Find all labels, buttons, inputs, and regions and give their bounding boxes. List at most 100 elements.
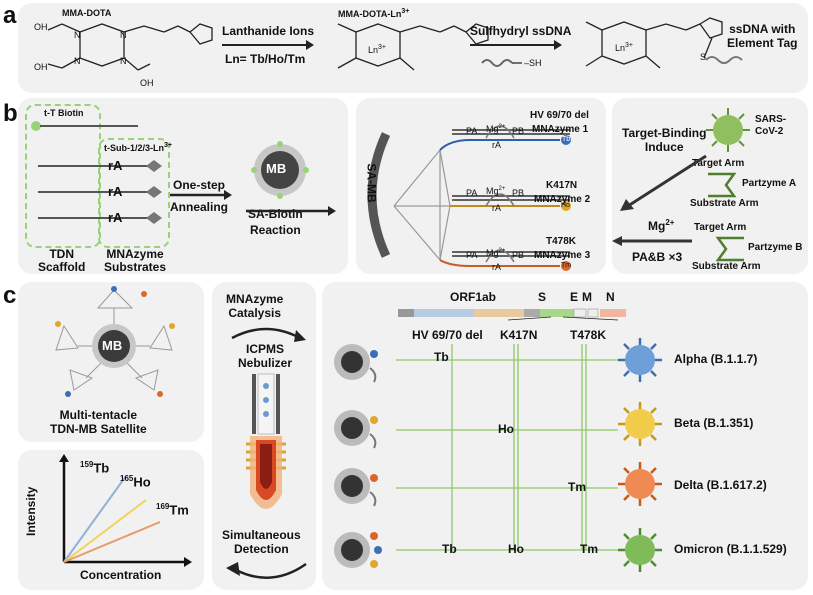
genome-n: N xyxy=(606,290,615,304)
mg-3: Mg2+ xyxy=(486,248,506,258)
genome-orf1ab: ORF1ab xyxy=(450,290,497,304)
pb-2: PB xyxy=(512,188,525,198)
pa-3: PA xyxy=(466,250,478,260)
intensity-plot xyxy=(59,454,192,567)
alpha-virus-icon xyxy=(618,338,662,382)
omicron-tag-ho: Ho xyxy=(508,542,524,556)
partzyme-b-label: Partzyme B xyxy=(748,242,803,253)
partzyme-b-shape xyxy=(715,236,744,262)
ssdna-sh-icon xyxy=(481,59,522,67)
arrow-target-binding xyxy=(620,154,707,211)
target-arm-a-label: Target Arm xyxy=(692,158,745,169)
mma-dota-n4: N xyxy=(120,56,127,66)
omicron-tag-tb: Tb xyxy=(442,542,457,556)
mg-2: Mg2+ xyxy=(486,186,506,196)
mnazyme-3-name: MNAzyme 3 xyxy=(534,250,591,261)
panel-a xyxy=(18,3,808,93)
arrow-sulfhydryl xyxy=(470,40,562,50)
panel-c-label: c xyxy=(3,282,17,309)
arrow-lanthanide xyxy=(222,40,314,50)
beta-virus-icon xyxy=(618,402,662,446)
pa-1: PA xyxy=(466,126,478,136)
variant-omicron-label: Omicron (B.1.1.529) xyxy=(674,542,787,556)
tb-line xyxy=(63,475,127,563)
sa-mb-label: SA-MB xyxy=(364,163,379,203)
panel-c-plot xyxy=(18,450,204,590)
mb-label: MB xyxy=(266,161,287,176)
variant-alpha-label: Alpha (B.1.1.7) xyxy=(674,352,758,366)
partzyme-a-label: Partzyme A xyxy=(742,178,797,189)
variant-satellite-1 xyxy=(334,344,378,383)
mutation-k417n: K417N xyxy=(500,328,538,342)
substrate-arm-b-label: Substrate Arm xyxy=(692,261,761,272)
panel-b-mid xyxy=(356,98,606,274)
tm-line xyxy=(63,521,161,563)
pa-2: PA xyxy=(466,188,478,198)
satellite-mb-label: MB xyxy=(102,338,123,353)
product-ln: Ln3+ xyxy=(615,42,633,53)
panel-b-right xyxy=(612,98,808,274)
mnazyme-1-mutation: HV 69/70 del xyxy=(530,110,589,121)
tag-tb: Tb xyxy=(562,136,571,143)
omicron-virus-icon xyxy=(618,528,662,572)
mg-1: Mg2+ xyxy=(486,124,506,134)
pa-pb-x3-label: PA&B ×3 xyxy=(632,250,683,264)
mma-dota-n3: N xyxy=(74,56,81,66)
mma-dota-ln-label: MMA-DOTA-Ln3+ xyxy=(338,8,410,19)
partzyme-a-shape xyxy=(708,172,737,198)
genome-s: S xyxy=(538,290,547,304)
tdn-strands xyxy=(31,121,162,224)
variant-satellite-4 xyxy=(334,532,382,568)
satellite-diagram xyxy=(55,286,175,397)
tetrahedron-mnazymes xyxy=(393,125,571,271)
target-arm-b-label: Target Arm xyxy=(694,222,747,233)
alpha-tag-tb: Tb xyxy=(434,350,449,364)
beta-tag-ho: Ho xyxy=(498,422,514,436)
ln-center: Ln3+ xyxy=(368,44,386,55)
product-structure xyxy=(585,17,743,69)
ho-line xyxy=(63,499,147,563)
mma-dota-oh1: OH xyxy=(34,22,48,32)
sh-label: –SH xyxy=(524,58,542,68)
substrate-arm-a-label: Substrate Arm xyxy=(690,198,759,209)
arrow-sulfhydryl-top: Sulfhydryl ssDNA xyxy=(470,24,572,38)
delta-tag-tm: Tm xyxy=(568,480,586,494)
ra-mna-3: rA xyxy=(492,262,501,272)
arrow-annealing xyxy=(170,190,232,200)
arrow-lanthanide-bottom: Ln= Tb/Ho/Tm xyxy=(225,52,306,66)
ho-plot-label: 165Ho xyxy=(120,474,151,490)
mma-dota-structure xyxy=(47,23,213,71)
sars-cov-2-virus-icon xyxy=(706,108,750,152)
sa-mb-arc xyxy=(367,132,391,258)
plot-xlabel: Concentration xyxy=(80,568,162,582)
product-s: S xyxy=(700,52,707,62)
arrow-mg xyxy=(612,236,692,246)
variant-satellite-3 xyxy=(334,468,378,507)
arrow-catalysis-curve xyxy=(231,327,306,342)
tm-plot-label: 169Tm xyxy=(156,502,189,518)
tag-tm: Tm xyxy=(561,262,572,269)
variant-beta-label: Beta (B.1.351) xyxy=(674,416,754,430)
mnazyme-3-mutation: T478K xyxy=(546,236,577,247)
t-biotin-label: t-T Biotin xyxy=(44,108,84,118)
plot-ylabel: Intensity xyxy=(24,486,38,536)
mnazyme-2-mutation: K417N xyxy=(546,180,578,191)
mutation-t478k: T478K xyxy=(570,328,607,342)
panel-b-label: b xyxy=(3,100,18,127)
nebulizer-icon xyxy=(246,373,286,509)
mma-dota-oh2: OH xyxy=(34,62,48,72)
ra-2: rA xyxy=(108,184,123,199)
omicron-tag-tm: Tm xyxy=(580,542,598,556)
mg-2plus-label: Mg2+ xyxy=(648,218,675,233)
pb-1: PB xyxy=(512,126,525,136)
tdn-scaffold-box xyxy=(25,104,101,248)
tb-plot-label: 159Tb xyxy=(80,460,110,476)
panel-a-label: a xyxy=(3,2,17,29)
arrow-sa-biotin xyxy=(246,206,336,216)
